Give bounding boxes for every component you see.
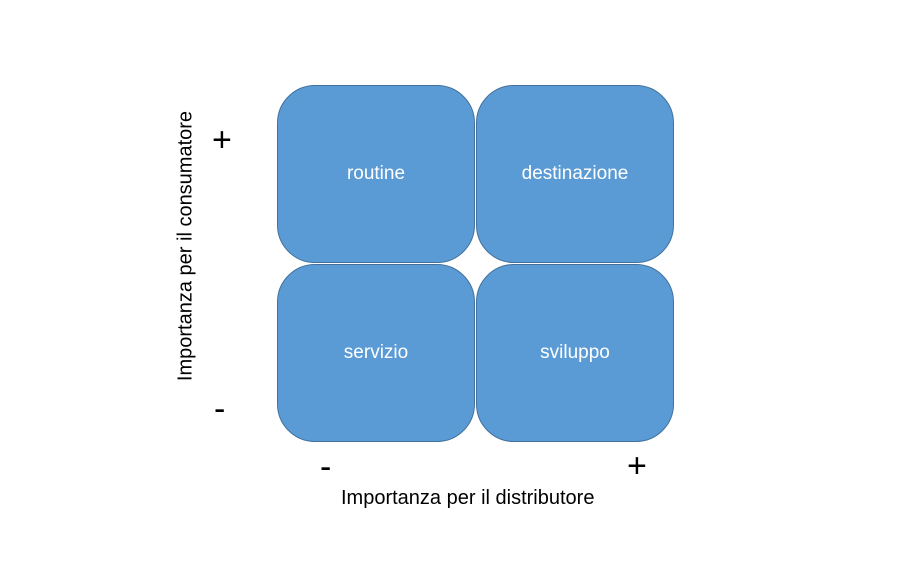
quadrant-label: servizio xyxy=(343,342,409,363)
x-axis-low-marker: - xyxy=(320,448,332,486)
quadrant-sviluppo: sviluppo xyxy=(476,264,674,442)
quadrant-label: routine xyxy=(346,163,406,184)
y-axis-title: Importanza per il consumatore xyxy=(174,110,197,382)
quadrant-routine: routine xyxy=(277,85,475,263)
quadrant-label: sviluppo xyxy=(540,342,610,363)
quadrant-destinazione: destinazione xyxy=(476,85,674,263)
quadrant-label: destinazione xyxy=(521,163,629,184)
x-axis-title: Importanza per il distributore xyxy=(341,487,595,509)
y-axis-low-marker: - xyxy=(214,390,226,428)
y-axis-high-marker: + xyxy=(212,121,232,159)
x-axis-high-marker: + xyxy=(627,447,647,485)
quadrant-servizio: servizio xyxy=(277,264,475,442)
